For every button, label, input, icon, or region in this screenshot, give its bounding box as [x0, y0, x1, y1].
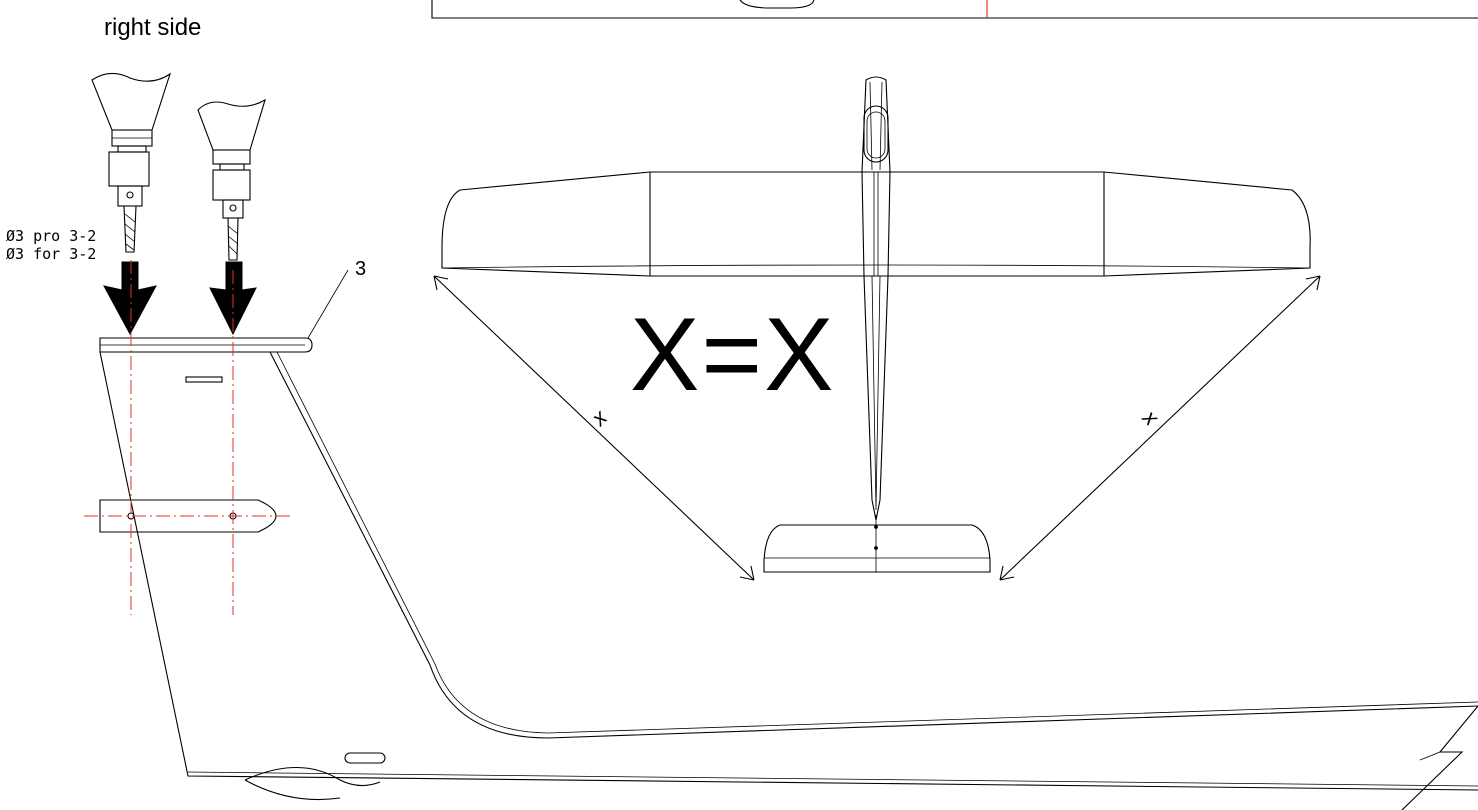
top-frame-fragment	[431, 0, 1478, 19]
drill-note-cz: Ø3 pro 3-2	[6, 227, 97, 245]
drill-icon	[197, 98, 266, 261]
part-number-label: 3	[355, 258, 367, 280]
arrow-down-icon	[103, 261, 157, 336]
side-title: right side	[104, 14, 202, 41]
fin-side-view	[99, 269, 1478, 810]
glider-top-view	[433, 76, 1321, 581]
drill-note-en: Ø3 for 3-2	[6, 245, 97, 263]
centerlines	[84, 260, 290, 615]
drill-icon	[91, 72, 172, 253]
equality-label: X=X	[630, 297, 836, 413]
